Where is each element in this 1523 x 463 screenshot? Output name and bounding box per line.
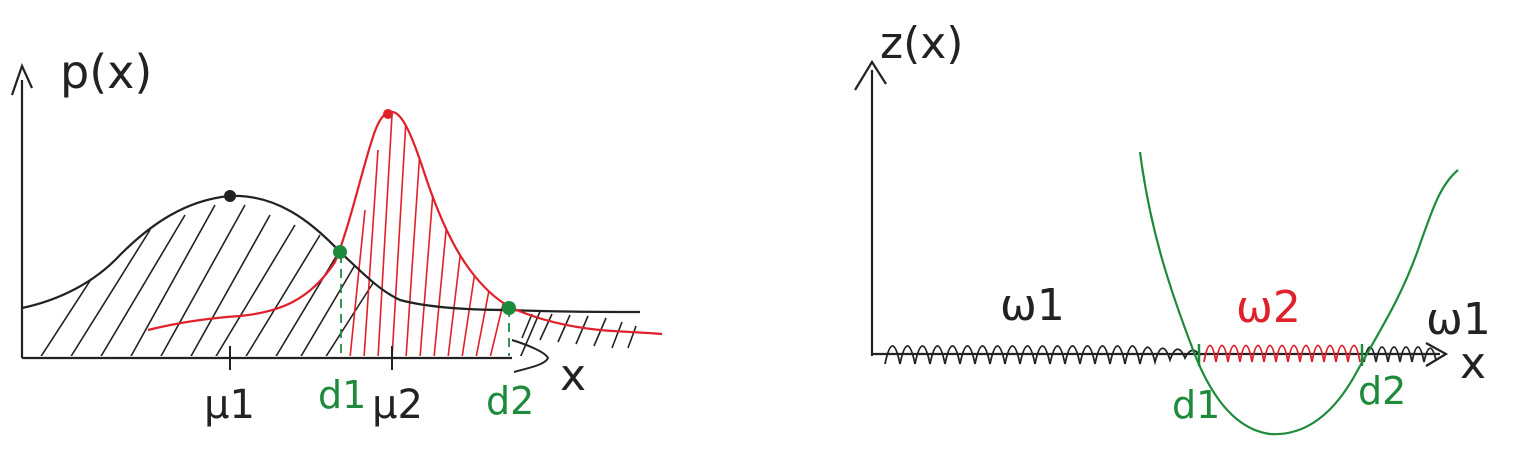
omega1-left-label: ω1 xyxy=(1000,280,1065,331)
intersection-d1-dot xyxy=(333,245,347,259)
left-y-axis-label: p(x) xyxy=(60,45,152,99)
omega1-right-label: ω1 xyxy=(1426,294,1491,345)
right-x-arrow xyxy=(1425,342,1449,367)
tail-hatch xyxy=(521,313,637,349)
omega1-right-region-scribble xyxy=(1363,346,1437,363)
class2-density-curve xyxy=(147,110,663,336)
class1-peak-dot xyxy=(224,190,236,202)
class2-peak-dot xyxy=(383,109,393,119)
omega1-left-region-scribble xyxy=(884,345,1201,366)
omega2-region-scribble xyxy=(1203,344,1361,363)
mu2-label: μ2 xyxy=(372,382,423,428)
d1-label-left: d1 xyxy=(318,373,366,417)
left-x-arrow xyxy=(511,339,550,373)
class1-density-curve xyxy=(21,194,641,314)
right-x-axis-label: x xyxy=(1460,338,1486,389)
class2-hatch xyxy=(349,114,505,356)
d2-label-right: d2 xyxy=(1358,369,1406,413)
class1-hatch xyxy=(39,204,545,356)
right-y-axis-label: z(x) xyxy=(880,18,963,69)
d1-label-right: d1 xyxy=(1172,383,1220,427)
mu1-label: μ1 xyxy=(204,382,255,428)
left-y-arrow xyxy=(10,63,34,96)
right-y-arrow xyxy=(854,59,887,91)
left-x-axis-label: x xyxy=(560,350,586,401)
omega2-label: ω2 xyxy=(1236,282,1301,333)
left-panel: p(x) x μ1 μ2 d1 d2 xyxy=(10,45,663,428)
intersection-d2-dot xyxy=(502,301,516,315)
discriminant-curve xyxy=(1138,151,1459,436)
d2-label-left: d2 xyxy=(486,379,534,423)
right-panel: z(x) x ω1 ω2 ω1 d1 d2 xyxy=(854,18,1491,436)
